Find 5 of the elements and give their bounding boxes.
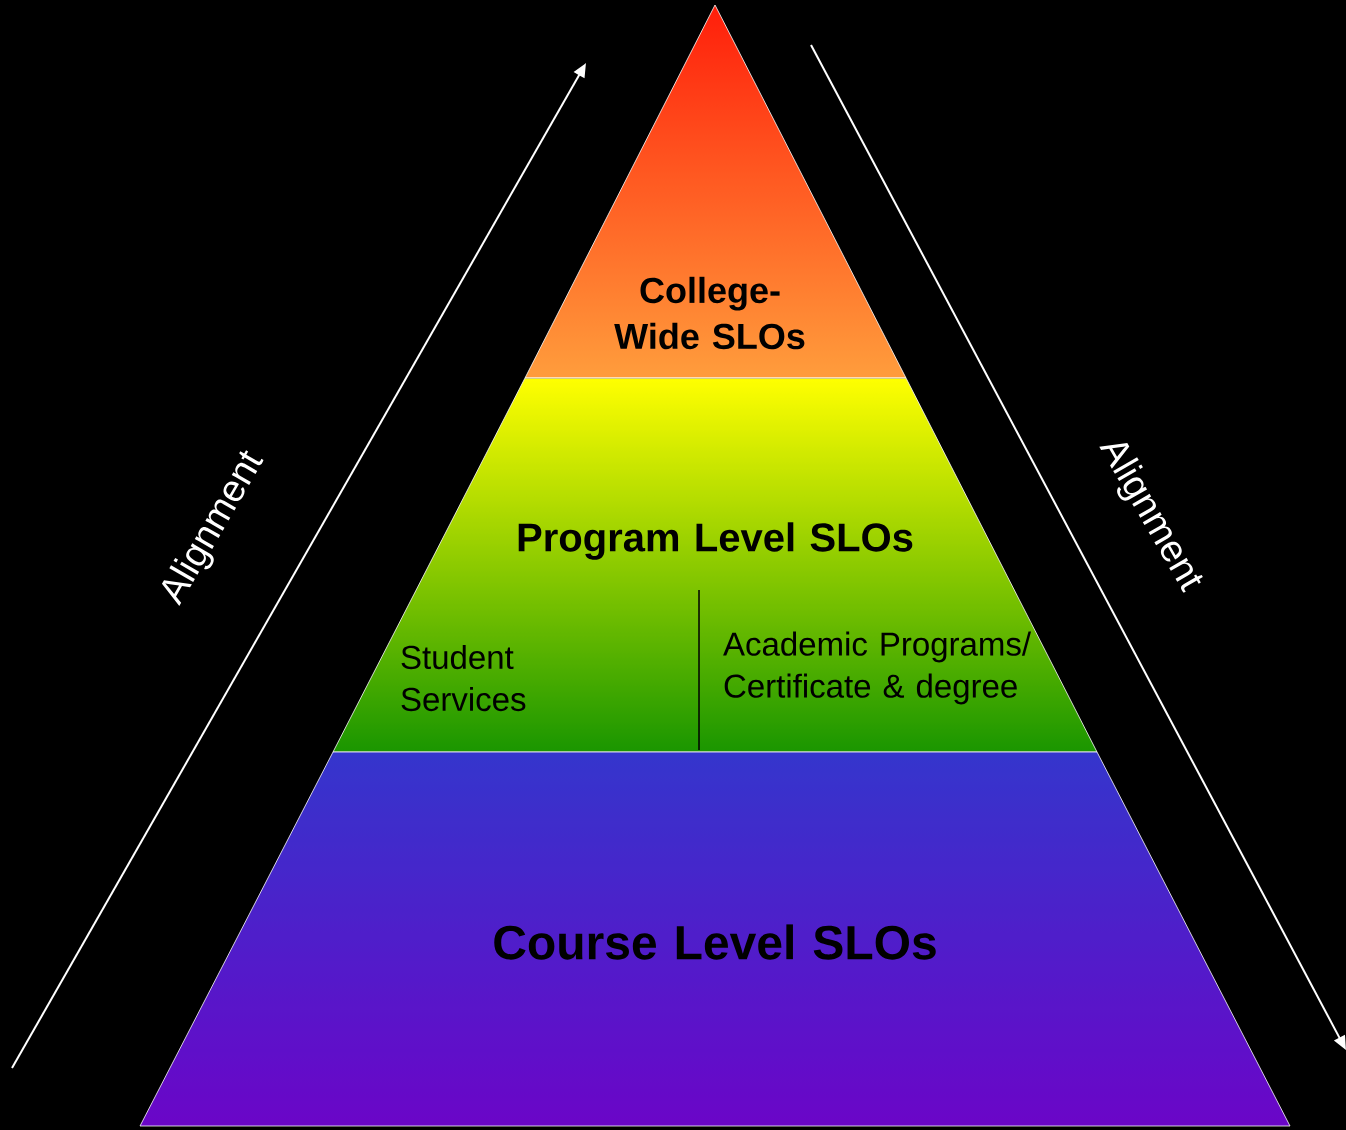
band-text: College-Wide SLOs	[614, 276, 805, 350]
band-text: Course Level SLOs	[494, 924, 936, 960]
band-text: Student Services	[401, 644, 526, 712]
band-text: Program Level SLOs	[518, 522, 913, 560]
band-text: Academic Programs/ Certificate & degree	[723, 631, 1032, 705]
